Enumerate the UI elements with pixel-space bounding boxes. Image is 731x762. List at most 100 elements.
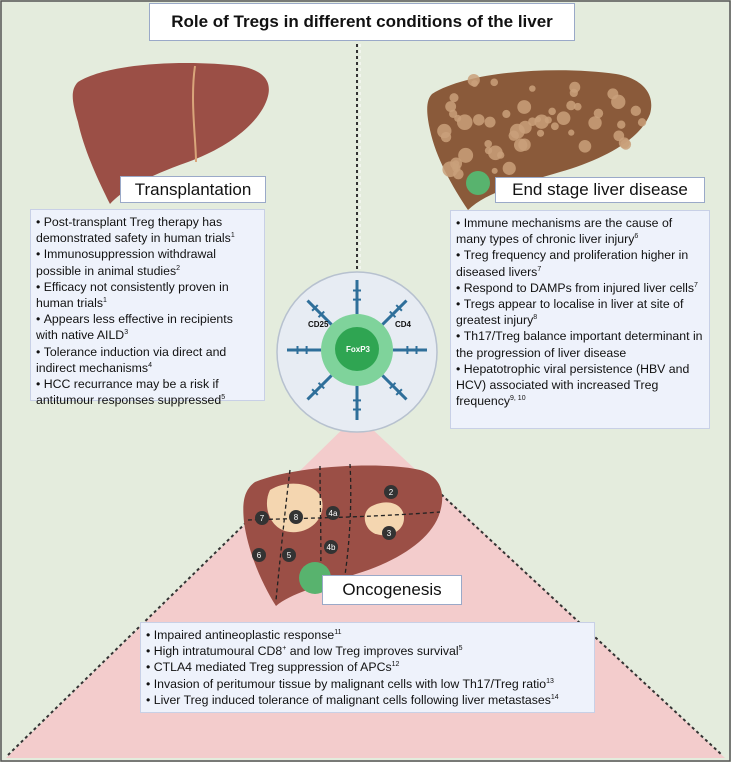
transplantation-item: Post-transplant Treg therapy has demonst… [36,214,258,246]
reference-number: 14 [550,693,559,701]
oncogenesis-text-box: Impaired antineoplastic response11High i… [140,622,595,713]
receptor-icon [306,374,333,401]
item-text: Efficacy not consistently proven in huma… [36,279,229,311]
reference-number: 8 [533,314,538,322]
oncogenesis-item: Impaired antineoplastic response11 [146,627,588,643]
nodule [490,78,498,87]
segment-marker [255,511,269,525]
nodule [440,131,452,143]
nodule [491,167,498,174]
transplantation-label: Transplantation [120,176,266,203]
nodule [630,105,642,117]
transplantation-text-box: Post-transplant Treg therapy has demonst… [30,209,265,407]
cd4-label: CD4 [395,320,412,329]
nodule [551,122,559,131]
segment-marker [282,548,296,562]
end-stage-item: Th17/Treg balance important determinant … [456,328,703,360]
item-text: Appears less effective in recipients wit… [36,312,233,343]
nodule [454,114,462,122]
segment-marker [324,540,338,554]
nodule [593,108,604,119]
nodule [484,116,496,128]
nodule [569,88,578,98]
segment-label: 3 [387,529,392,538]
item-text: Invasion of peritumour tissue by maligna… [153,676,547,691]
transplantation-list: Post-transplant Treg therapy has demonst… [36,214,258,408]
transplantation-item: Efficacy not consistently proven in huma… [36,279,258,311]
nodule [544,116,552,124]
superscript: + [282,645,287,653]
transplantation-item: Immunosuppression withdrawal possible in… [36,246,258,278]
oncogenesis-item: Invasion of peritumour tissue by maligna… [146,676,588,692]
segment-label: 8 [294,513,299,522]
item-text: Hepatotrophic viral persistence (HBV and… [456,361,690,409]
cirrhotic-liver-icon [427,70,652,210]
cd25-label: CD25 [308,320,329,329]
oncogenesis-list: Impaired antineoplastic response11High i… [146,627,588,708]
treg-cell-icon [466,171,490,195]
reference-number: 11 [334,628,342,636]
end-stage-item: Treg frequency and proliferation higher … [456,247,703,279]
treg-nucleus [335,327,379,371]
transplantation-item: Appears less effective in recipients wit… [36,311,258,343]
nodule [620,139,632,150]
segment-marker [382,526,396,540]
nodule [467,73,480,87]
receptor-band [389,310,397,318]
reference-number: 1 [230,232,235,240]
reference-number: 1 [102,296,107,304]
item-text: HCC recurrance may be a risk if antitumo… [36,377,222,408]
end-stage-text-box: Immune mechanisms are the cause of many … [450,210,710,429]
segment-label: 5 [287,551,292,560]
end-stage-item: Hepatotrophic viral persistence (HBV and… [456,361,703,410]
item-text: CTLA4 mediated Treg suppression of APCs [153,660,392,675]
segment-marker [252,548,266,562]
nodule [566,100,576,111]
segment-marker [384,485,398,499]
nodule [617,120,626,129]
receptor-band [317,382,325,390]
receptor-icon [381,299,408,326]
nodule [588,116,602,130]
reference-number: 6 [634,233,639,241]
reference-number: 5 [221,394,226,402]
item-text: Th17/Treg balance important determinant … [456,329,703,360]
nodule [458,147,474,163]
nodule [513,138,528,152]
tumour-right [364,502,404,536]
reference-number: 12 [391,661,400,669]
nodule [497,151,505,159]
segment-marker [326,506,340,520]
nodule [568,129,575,136]
receptor-band [317,310,325,318]
nodule [573,102,582,111]
receptor-band [395,388,403,396]
end-stage-label: End stage liver disease [495,177,705,203]
nodule [452,160,460,168]
reference-number: 2 [176,264,181,272]
reference-number: 13 [546,677,554,685]
nodule [548,107,556,116]
oncogenesis-label: Oncogenesis [322,575,462,605]
nodule [637,118,647,127]
right-diagonal-divider [414,469,723,756]
end-stage-item: Immune mechanisms are the cause of many … [456,215,703,247]
item-text: Liver Treg induced tolerance of malignan… [153,692,551,707]
segment-label: 6 [257,551,262,560]
reference-number: 3 [124,329,129,337]
item-text: Tregs appear to localise in liver at sit… [456,297,684,328]
oncogenesis-item: CTLA4 mediated Treg suppression of APCs1… [146,659,588,675]
receptor-band [311,388,319,396]
item-text: Immunosuppression withdrawal possible in… [36,247,216,278]
nodule [529,85,536,92]
item-text: Impaired antineoplastic response [153,628,335,642]
receptor-band [389,382,397,390]
reference-number: 5 [458,645,463,653]
healthy-liver-icon [72,63,269,204]
item-text: Post-transplant Treg therapy has demonst… [36,215,231,246]
oncogenesis-item: Liver Treg induced tolerance of malignan… [146,692,588,708]
item-text: High intratumoural CD8 [153,644,283,659]
nodule [536,129,545,137]
